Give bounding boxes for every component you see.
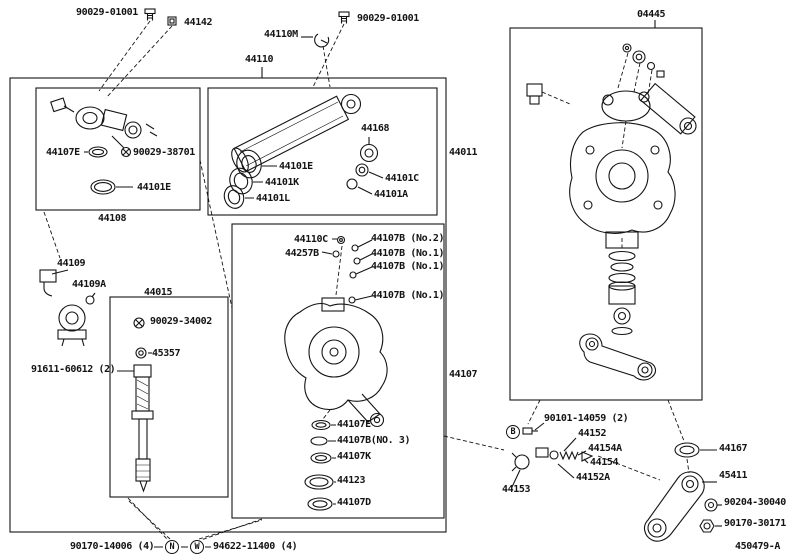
part-label-44101a: 44101A bbox=[374, 189, 408, 200]
bolt-icon bbox=[338, 11, 350, 24]
part-label-44142: 44142 bbox=[184, 17, 213, 28]
part-label-44101c: 44101C bbox=[385, 173, 419, 184]
part-label-44107b-no1-b: 44107B (No.1) bbox=[371, 261, 445, 272]
worm-shaft-section-box bbox=[109, 296, 229, 498]
part-label-44107b-no2: 44107B (No.2) bbox=[371, 233, 445, 244]
gear-assembly-section-box bbox=[509, 27, 703, 401]
part-label-44108: 44108 bbox=[98, 213, 127, 224]
clip-icon bbox=[314, 33, 330, 48]
part-label-44107k: 44107K bbox=[337, 451, 371, 462]
part-label-44152a: 44152A bbox=[576, 472, 610, 483]
part-label-90029-34002: 90029-34002 bbox=[150, 316, 212, 327]
steering-sensor-drawing bbox=[39, 269, 134, 372]
part-label-44154a: 44154A bbox=[588, 443, 622, 454]
part-label-90029-01001-b: 90029-01001 bbox=[357, 13, 419, 24]
part-label-44101l: 44101L bbox=[256, 193, 290, 204]
housing-section-box bbox=[231, 223, 445, 519]
part-label-94622-11400: 94622-11400 (4) bbox=[213, 541, 298, 552]
drawing-ref-number: 450479-A bbox=[735, 541, 780, 552]
steering-gear-assembly-drawing bbox=[526, 43, 697, 381]
part-label-45411: 45411 bbox=[719, 470, 748, 481]
control-valve-drawing bbox=[50, 97, 158, 195]
part-label-44109a: 44109A bbox=[72, 279, 106, 290]
part-label-44152: 44152 bbox=[578, 428, 607, 439]
callout-w: W bbox=[190, 540, 204, 554]
callout-b: B bbox=[506, 425, 520, 439]
part-label-44110c: 44110C bbox=[294, 234, 328, 245]
callout-n: N bbox=[165, 540, 179, 554]
part-label-44107e-stack: 44107E bbox=[337, 419, 371, 430]
washer-icon bbox=[704, 498, 718, 512]
bottom-fastener-links bbox=[127, 499, 263, 548]
part-label-44154: 44154 bbox=[590, 457, 619, 468]
part-label-91611-60612: 91611-60612 (2) bbox=[31, 364, 116, 375]
gear-housing-drawing bbox=[284, 235, 388, 511]
bolt-icon bbox=[144, 8, 156, 21]
part-label-44107b-no1-c: 44107B (No.1) bbox=[371, 290, 445, 301]
part-label-44107b-no1-a: 44107B (No.1) bbox=[371, 248, 445, 259]
tie-rod-parts-drawing bbox=[511, 422, 594, 488]
part-label-44123: 44123 bbox=[337, 475, 366, 486]
part-label-44107: 44107 bbox=[449, 369, 478, 380]
part-label-44107e-valve: 44107E bbox=[46, 147, 80, 158]
part-label-44257b: 44257B bbox=[285, 248, 319, 259]
part-label-90170-14006: 90170-14006 (4) bbox=[70, 541, 155, 552]
top-fasteners bbox=[144, 8, 656, 78]
steering-worm-drawing bbox=[131, 317, 154, 493]
part-label-44153: 44153 bbox=[502, 484, 531, 495]
part-label-44011: 44011 bbox=[449, 147, 478, 158]
part-label-44101k: 44101K bbox=[265, 177, 299, 188]
part-label-90029-01001-a: 90029-01001 bbox=[76, 7, 138, 18]
part-label-04445: 04445 bbox=[637, 9, 666, 20]
valve-section-box bbox=[35, 87, 201, 211]
section-boxes bbox=[9, 27, 703, 533]
part-label-45357: 45357 bbox=[152, 348, 181, 359]
grommet-icon bbox=[167, 16, 177, 26]
part-label-44107d: 44107D bbox=[337, 497, 371, 508]
part-label-44015: 44015 bbox=[144, 287, 173, 298]
part-label-90029-38701: 90029-38701 bbox=[133, 147, 195, 158]
part-label-44109: 44109 bbox=[57, 258, 86, 269]
part-label-90170-30171: 90170-30171 bbox=[724, 518, 786, 529]
part-label-44167: 44167 bbox=[719, 443, 748, 454]
part-label-44168: 44168 bbox=[361, 123, 390, 134]
part-label-44110: 44110 bbox=[245, 54, 274, 65]
part-label-44101e-valve: 44101E bbox=[137, 182, 171, 193]
power-cylinder-drawing bbox=[223, 93, 384, 209]
part-label-44107b-no3: 44107B(NO. 3) bbox=[337, 435, 411, 446]
part-label-44110m: 44110M bbox=[264, 29, 298, 40]
pitman-arm-drawing bbox=[643, 442, 722, 542]
nut-icon bbox=[699, 519, 715, 533]
cylinder-section-box bbox=[207, 87, 438, 216]
part-label-90204-30040: 90204-30040 bbox=[724, 497, 786, 508]
leader-lines-dashed bbox=[43, 20, 690, 541]
part-label-90101-14059: 90101-14059 (2) bbox=[544, 413, 629, 424]
outer-assembly-box bbox=[9, 77, 447, 533]
part-label-44101e-cyl: 44101E bbox=[279, 161, 313, 172]
